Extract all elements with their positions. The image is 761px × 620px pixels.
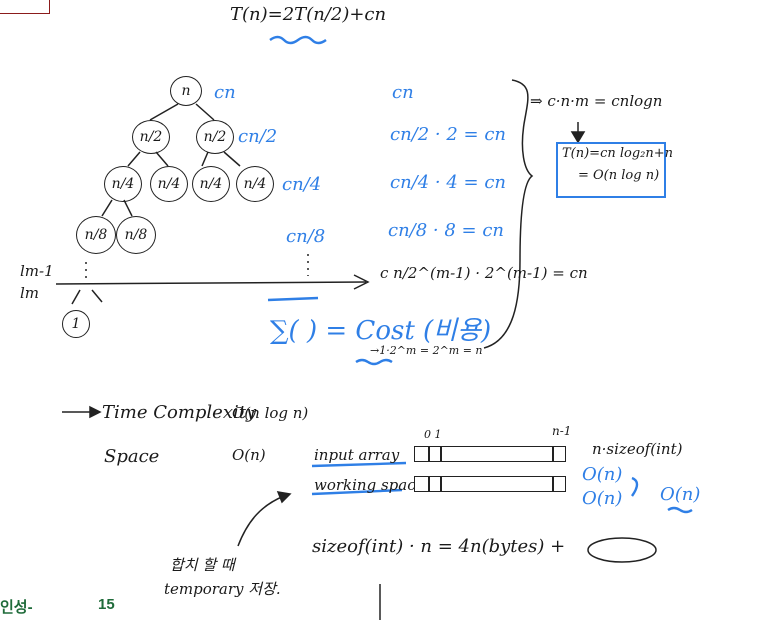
time-complexity-value: O(n log n) — [232, 404, 309, 422]
height-label: lm — [20, 284, 40, 302]
input-array-bar — [414, 446, 566, 462]
tree-node-level3: n/8 — [116, 216, 156, 254]
level-sum-row: cn/4 · 4 = cn — [390, 172, 507, 193]
tree-node-level2: n/4 — [150, 166, 188, 202]
array-index-end: n-1 — [552, 424, 572, 438]
tree-node-level1: n/2 — [132, 120, 170, 154]
tree-node-level1: n/2 — [196, 120, 234, 154]
array-cell-divider — [428, 446, 430, 462]
height-label: lm-1 — [20, 262, 54, 280]
input-space-order: O(n) — [582, 464, 623, 485]
level-sum-row: c n/2^(m-1) · 2^(m-1) = cn — [380, 264, 588, 282]
working-space-label: working space — [314, 476, 425, 494]
temp-note: 합치 할 때 — [170, 556, 235, 574]
array-cell-divider — [440, 446, 442, 462]
result-box-line2: = O(n log n) — [578, 168, 660, 183]
recurrence-equation: T(n)=2T(n/2)+cn — [230, 4, 387, 25]
array-cell-divider — [552, 446, 554, 462]
level-cost: cn — [214, 82, 236, 103]
result-box-line1: T(n)=cn log₂n+n — [562, 146, 674, 161]
result-line: ⇒ c·n·m = cnlogn — [530, 92, 663, 110]
level-sum-row: cn/2 · 2 = cn — [390, 124, 507, 145]
space-label: Space — [104, 446, 160, 467]
working-space-bar — [414, 476, 566, 492]
tree-node-level2: n/4 — [236, 166, 274, 202]
temp-note: temporary 저장. — [164, 580, 281, 598]
footer-left-text: 인성- — [0, 599, 33, 616]
level-cost: cn/8 — [286, 226, 326, 247]
tree-node-level2: n/4 — [104, 166, 142, 202]
result-box — [556, 142, 666, 198]
tree-node-level2: n/4 — [192, 166, 230, 202]
level-sum-row: cn/8 · 8 = cn — [388, 220, 505, 241]
array-index-start: 0 1 — [424, 428, 442, 441]
array-cell-divider — [552, 476, 554, 492]
array-cell-divider — [440, 476, 442, 492]
space-value: O(n) — [232, 446, 266, 464]
working-space-order: O(n) — [582, 488, 623, 509]
array-cell-divider — [428, 476, 430, 492]
time-complexity-label: Time Complexity — [102, 402, 257, 423]
tree-node-root: n — [170, 76, 202, 106]
cost-sum-note: →1·2^m = 2^m = n — [370, 344, 483, 357]
level-cost: cn/2 — [238, 126, 278, 147]
input-array-label: input array — [314, 446, 400, 464]
cost-sum: ∑( ) = Cost (비용) — [270, 316, 492, 346]
level-cost: cn/4 — [282, 174, 322, 195]
size-note: n·sizeof(int) — [592, 440, 683, 458]
level-sum-row: cn — [392, 82, 414, 103]
total-space-order: O(n) — [660, 484, 701, 505]
header-frame — [0, 0, 50, 14]
page-number: 15 — [98, 596, 115, 613]
tree-node-leaf: 1 — [62, 310, 90, 338]
tree-node-level3: n/8 — [76, 216, 116, 254]
sizeof-formula: sizeof(int) · n = 4n(bytes) + — [312, 536, 566, 557]
